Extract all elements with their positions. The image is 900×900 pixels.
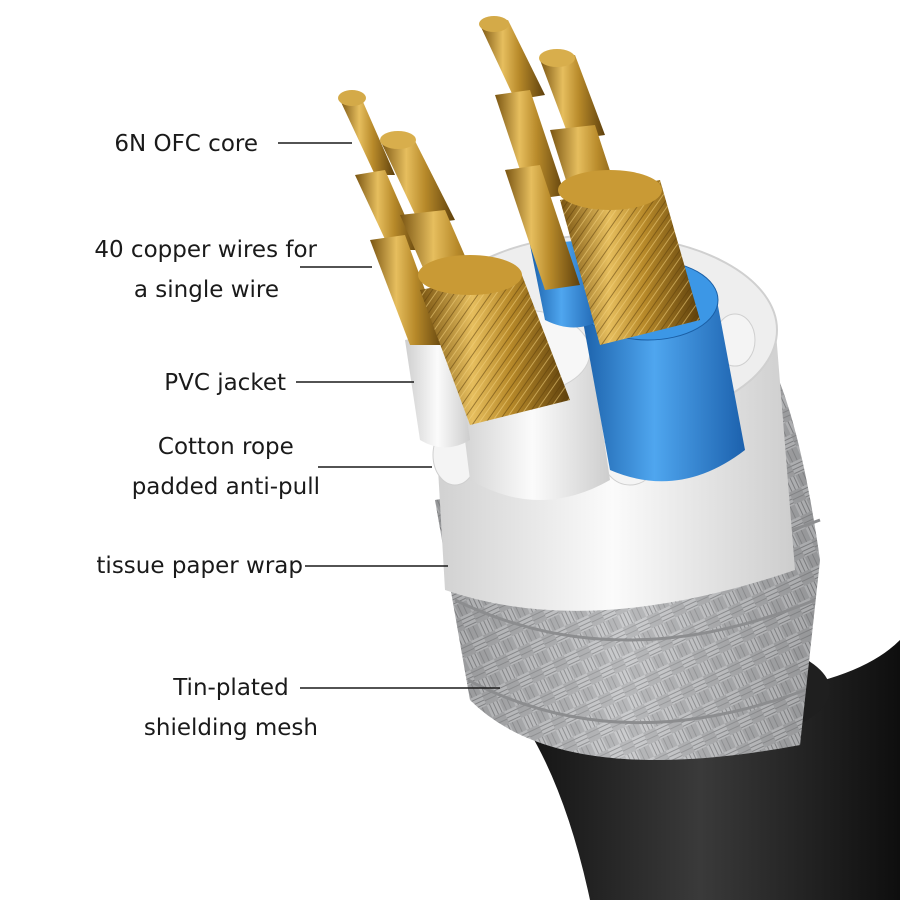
label-tin-line2: shielding mesh: [143, 715, 318, 741]
label-core-text: 6N OFC core: [114, 131, 258, 157]
label-tissue-text: tissue paper wrap: [96, 553, 303, 579]
label-cotton-rope: Cotton rope padded anti-pull: [132, 427, 320, 507]
leader-lines: [278, 142, 500, 689]
label-copper-line1: 40 copper wires for: [94, 237, 317, 263]
label-copper-wires: 40 copper wires for a single wire: [94, 230, 317, 310]
label-tissue-paper: tissue paper wrap: [96, 546, 303, 586]
copper-core-bundles: [338, 16, 700, 425]
label-pvc-text: PVC jacket: [164, 370, 286, 396]
label-cotton-line1: Cotton rope: [157, 434, 294, 460]
label-tin-line1: Tin-plated: [173, 675, 289, 701]
label-cotton-line2: padded anti-pull: [131, 474, 320, 500]
label-copper-line2: a single wire: [133, 277, 279, 303]
label-pvc-jacket: PVC jacket: [164, 363, 286, 403]
label-core: 6N OFC core: [114, 124, 258, 164]
label-tin-plated: Tin-plated shielding mesh: [144, 668, 318, 748]
